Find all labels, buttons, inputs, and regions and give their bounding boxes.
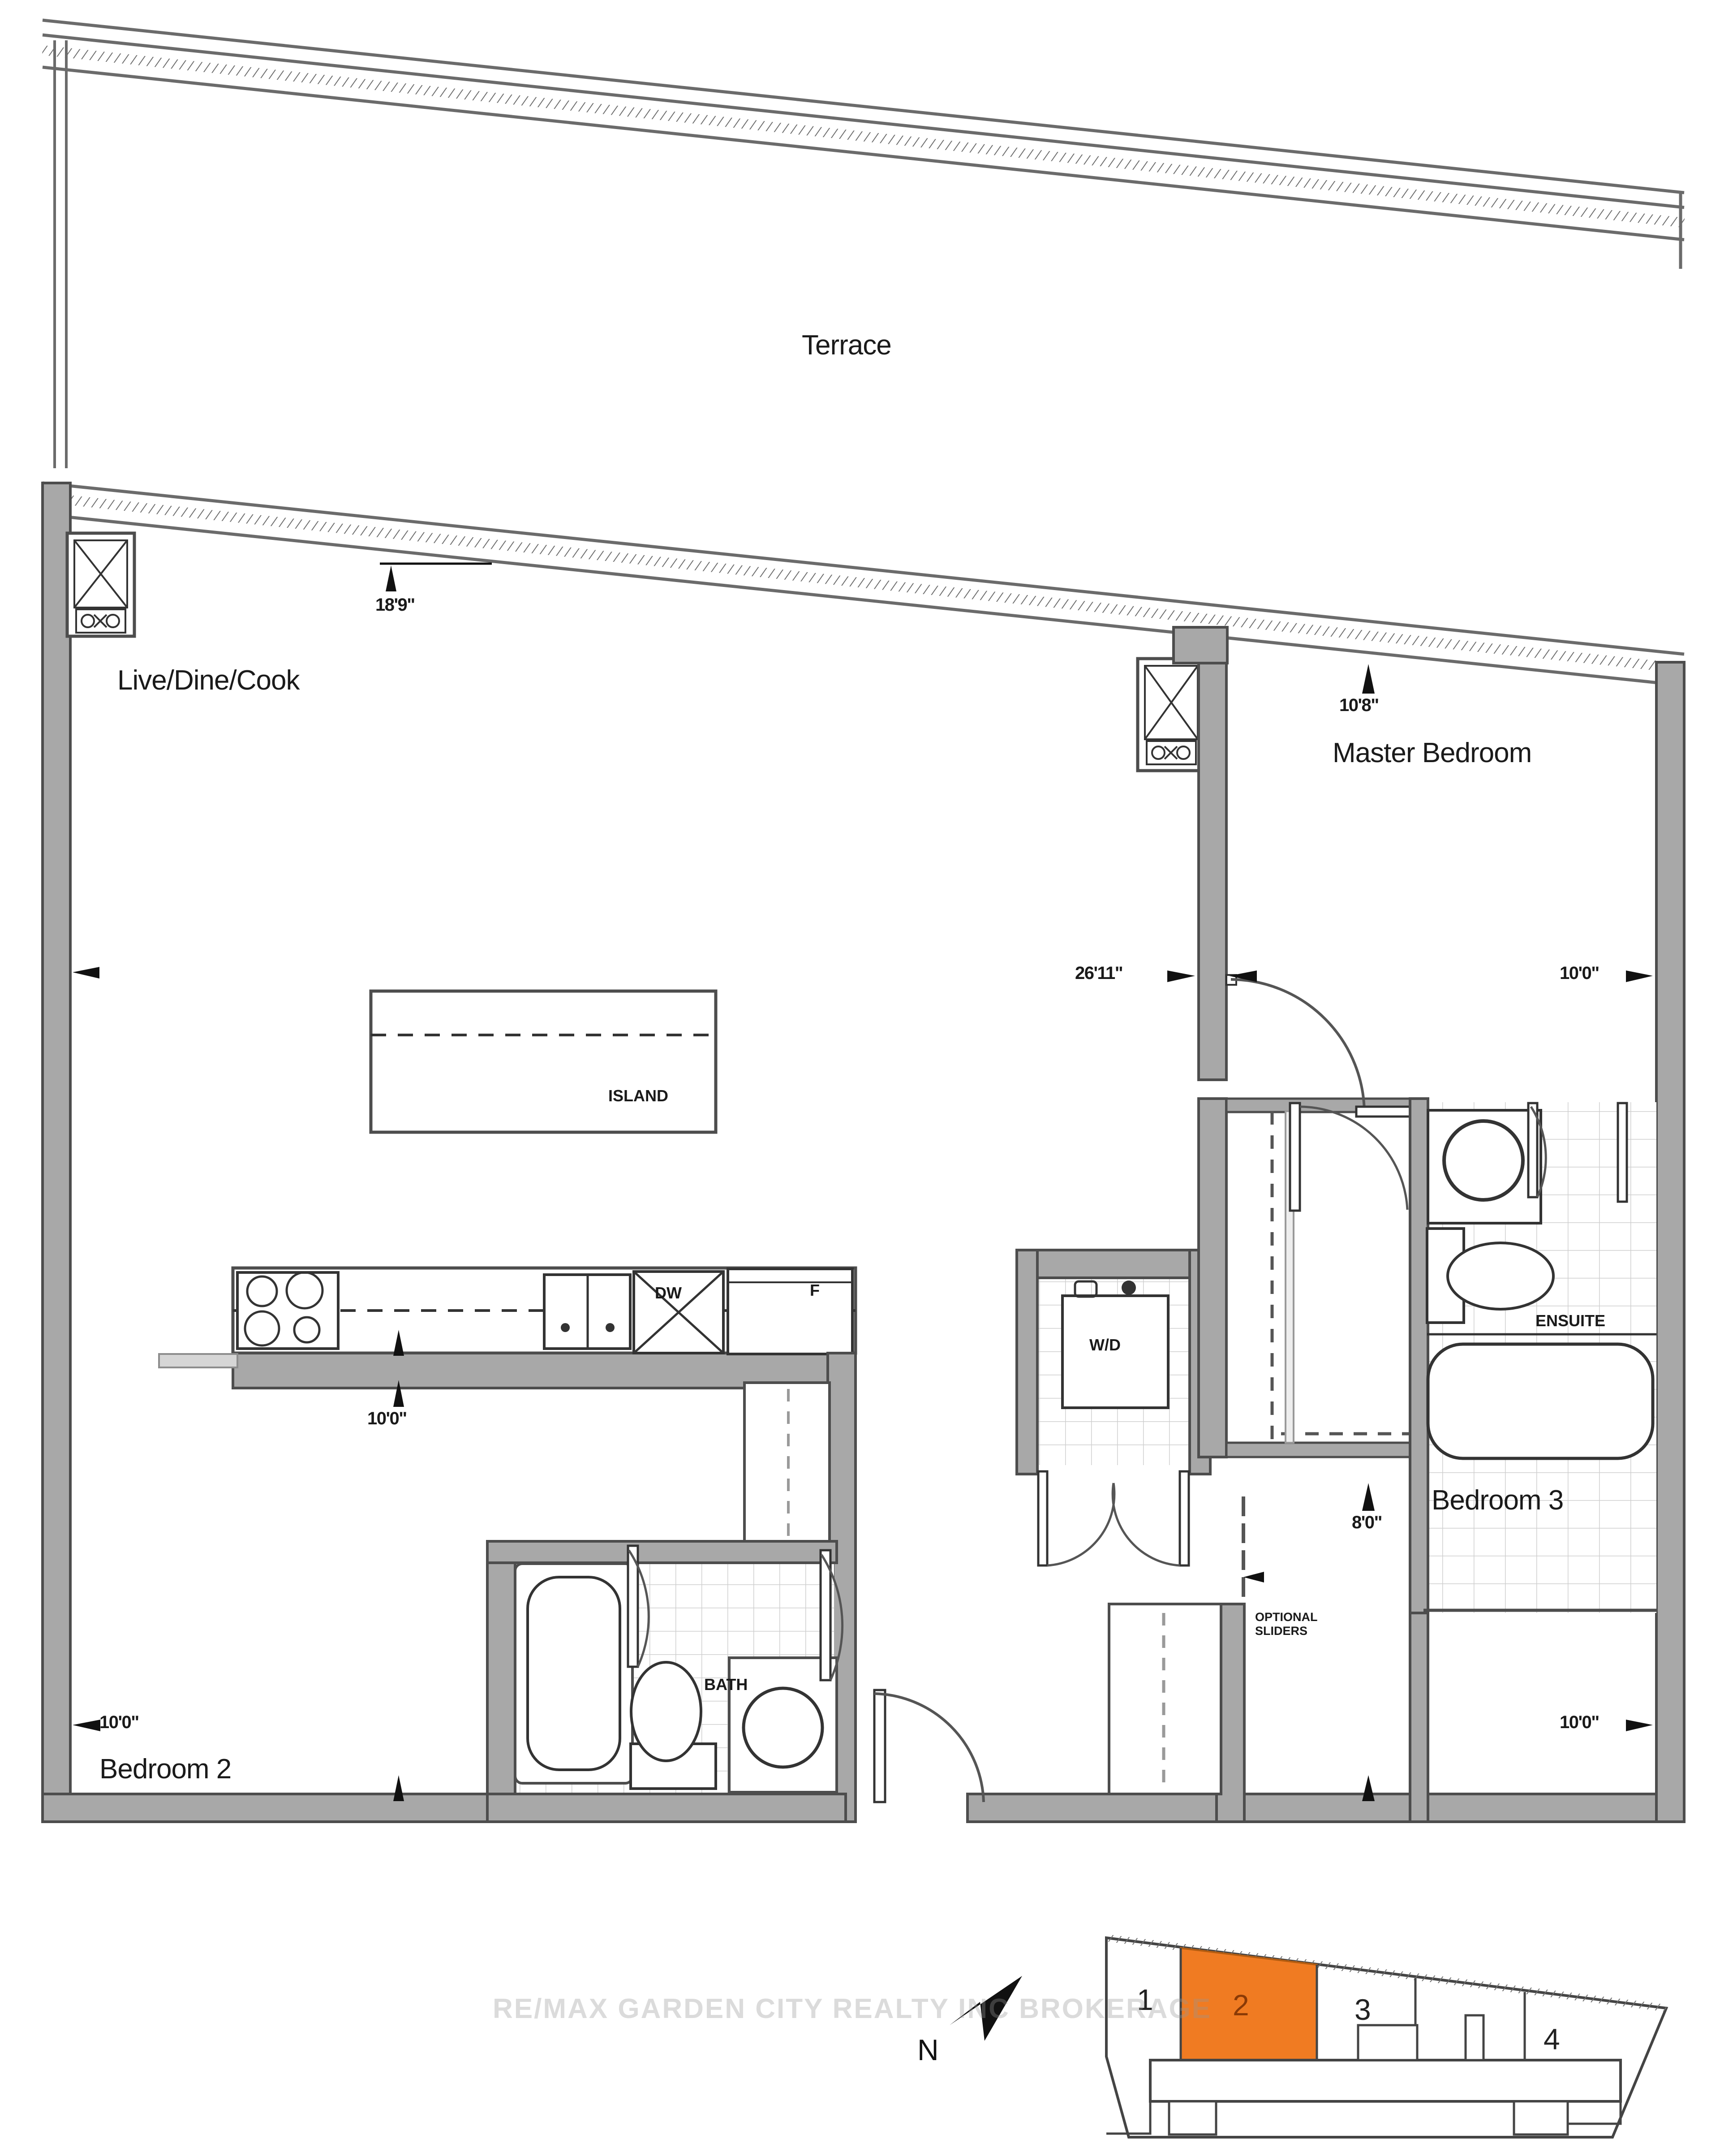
dimension-bedroom-3-depth: 10'0" <box>1560 1712 1600 1732</box>
room-label-master-bedroom: Master Bedroom <box>1333 737 1532 768</box>
dishwasher-icon <box>632 1270 725 1354</box>
laundry-closet <box>1015 1249 1212 1567</box>
bathtub-icon <box>514 1562 634 1785</box>
ensuite-tub-icon <box>1426 1342 1655 1460</box>
dimension-arrows <box>73 562 1653 1801</box>
dimension-terrace-depth: 18'9" <box>375 595 415 615</box>
kitchen-island <box>369 989 718 1134</box>
balcony-door-master <box>1136 657 1207 772</box>
dimension-live-dine-cook-length: 26'11" <box>1075 963 1123 983</box>
fixture-label-island: ISLAND <box>608 1087 668 1105</box>
closet-door <box>1289 1102 1409 1212</box>
terrace-railing <box>42 18 1685 468</box>
room-label-bedroom-2: Bedroom 2 <box>99 1754 232 1785</box>
room-label-bedroom-3: Bedroom 3 <box>1432 1485 1564 1516</box>
key-plan[interactable] <box>1105 1934 1668 2139</box>
room-label-terrace: Terrace <box>802 330 892 361</box>
ensuite-toilet-icon <box>1426 1227 1555 1324</box>
dimension-kitchen-width: 10'0" <box>367 1409 407 1428</box>
key-plan-unit-4[interactable]: 4 <box>1544 2022 1560 2056</box>
fridge-icon <box>727 1268 854 1355</box>
note-optional-sliders: OPTIONAL SLIDERS <box>1255 1610 1318 1638</box>
master-walk-in-closet <box>1197 974 1470 1458</box>
room-label-live-dine-cook: Live/Dine/Cook <box>117 665 300 696</box>
hall-door <box>873 1689 985 1803</box>
compass-arrow <box>950 1976 1022 2041</box>
fixture-label-bath: BATH <box>704 1675 748 1694</box>
dimension-bedroom-2-width: 10'0" <box>99 1712 139 1732</box>
key-plan-unit-3[interactable]: 3 <box>1354 1993 1371 2026</box>
note-optional-sliders-line1: OPTIONAL <box>1255 1610 1318 1624</box>
toilet-icon <box>629 1661 717 1790</box>
fixture-label-washer-dryer: W/D <box>1089 1336 1121 1354</box>
dimension-master-bedroom-width: 10'8" <box>1339 695 1379 715</box>
ensuite-door <box>1527 1102 1547 1199</box>
laundry-bifold-doors <box>1037 1470 1190 1567</box>
ensuite-room <box>1409 1097 1656 1620</box>
bath-door-outer <box>819 1549 844 1682</box>
ensuite-vanity-icon <box>1427 1109 1542 1225</box>
fixture-label-ensuite: ENSUITE <box>1535 1311 1606 1330</box>
dimension-bedroom-3-width: 8'0" <box>1352 1513 1382 1532</box>
key-plan-unit-1[interactable]: 1 <box>1137 1983 1153 2016</box>
master-entry-door <box>1226 974 1470 1118</box>
kitchen <box>158 1266 857 1389</box>
fixture-label-dishwasher: DW <box>655 1284 682 1302</box>
balcony-door-left <box>65 531 136 638</box>
cooktop-icon <box>236 1271 340 1350</box>
fixture-label-fridge: F <box>810 1281 820 1299</box>
key-plan-unit-2[interactable]: 2 <box>1233 1988 1249 2022</box>
dimension-master-bedroom-depth: 10'0" <box>1560 963 1600 983</box>
sink-icon <box>543 1273 632 1350</box>
bath-door-inner <box>627 1544 650 1668</box>
vanity-sink-icon <box>728 1656 838 1794</box>
bath-room <box>486 1540 985 1823</box>
note-optional-sliders-line2: SLIDERS <box>1255 1624 1308 1638</box>
bedroom-3-partitions <box>1108 1496 1656 1823</box>
compass-label-north: N <box>917 2033 939 2066</box>
